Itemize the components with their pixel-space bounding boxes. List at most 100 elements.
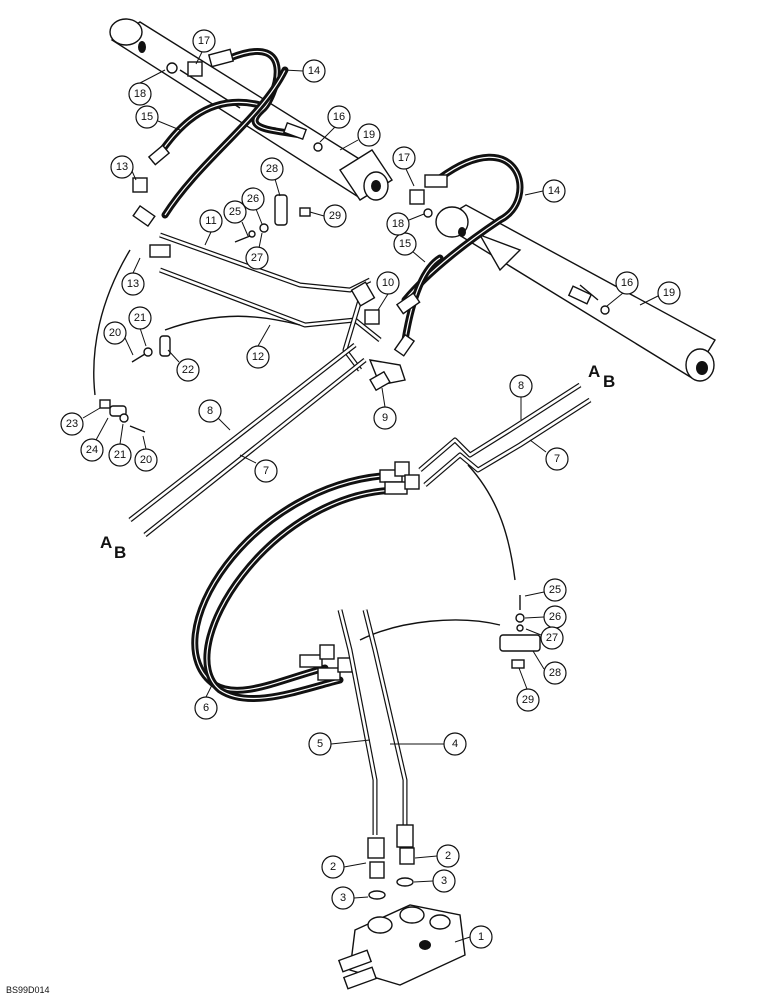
clamp-assembly-left bbox=[99, 335, 171, 433]
callout-2a: 2 bbox=[321, 855, 367, 879]
callout-17b: 17 bbox=[392, 146, 416, 187]
svg-text:19: 19 bbox=[363, 129, 375, 141]
callout-12: 12 bbox=[246, 324, 271, 369]
callout-20a: 20 bbox=[103, 321, 134, 356]
svg-text:5: 5 bbox=[317, 738, 323, 750]
clamp-assembly-lower bbox=[499, 595, 541, 669]
callout-3a: 3 bbox=[331, 886, 369, 910]
svg-text:26: 26 bbox=[549, 611, 561, 623]
callout-19b: 19 bbox=[639, 281, 681, 306]
callout-28b: 28 bbox=[532, 650, 567, 685]
callout-20b: 20 bbox=[134, 435, 158, 472]
callout-6: 6 bbox=[194, 684, 218, 720]
callout-8a: 8 bbox=[198, 399, 231, 431]
tubes-4-5 bbox=[337, 609, 415, 900]
tubes-left-7-8 bbox=[128, 343, 367, 537]
svg-text:10: 10 bbox=[382, 277, 394, 289]
callout-13b: 13 bbox=[121, 257, 145, 296]
svg-text:2: 2 bbox=[445, 850, 451, 862]
svg-text:7: 7 bbox=[263, 465, 269, 477]
svg-text:21: 21 bbox=[134, 312, 146, 324]
tubes-right-7-8 bbox=[418, 382, 592, 487]
svg-text:16: 16 bbox=[333, 111, 345, 123]
callout-25b: 25 bbox=[524, 578, 567, 602]
svg-text:24: 24 bbox=[86, 444, 98, 456]
callout-22: 22 bbox=[167, 349, 200, 382]
callout-26a: 26 bbox=[241, 187, 265, 225]
callout-24: 24 bbox=[80, 417, 109, 462]
control-valve bbox=[337, 904, 466, 990]
svg-text:23: 23 bbox=[66, 418, 78, 430]
svg-text:4: 4 bbox=[452, 738, 458, 750]
svg-text:18: 18 bbox=[134, 88, 146, 100]
svg-text:3: 3 bbox=[441, 875, 447, 887]
svg-text:26: 26 bbox=[247, 193, 259, 205]
callout-7b: 7 bbox=[529, 439, 569, 471]
callout-18a: 18 bbox=[128, 69, 166, 106]
svg-text:19: 19 bbox=[663, 287, 675, 299]
svg-text:29: 29 bbox=[522, 694, 534, 706]
callout-29b: 29 bbox=[516, 667, 540, 712]
callout-16b: 16 bbox=[606, 271, 639, 307]
callout-17a: 17 bbox=[192, 29, 216, 65]
callout-11: 11 bbox=[199, 209, 223, 246]
hoses-upper bbox=[151, 47, 524, 344]
callout-10: 10 bbox=[376, 271, 400, 311]
clamp-lines bbox=[93, 249, 516, 641]
svg-text:28: 28 bbox=[549, 667, 561, 679]
svg-text:1: 1 bbox=[478, 931, 484, 943]
svg-text:22: 22 bbox=[182, 364, 194, 376]
svg-text:14: 14 bbox=[308, 65, 320, 77]
callout-15a: 15 bbox=[135, 105, 181, 131]
line-label-a-left: A bbox=[100, 533, 112, 552]
callout-14a: 14 bbox=[283, 59, 326, 83]
callout-21b: 21 bbox=[108, 423, 132, 467]
svg-text:11: 11 bbox=[205, 215, 216, 227]
svg-text:20: 20 bbox=[109, 327, 121, 339]
svg-text:17: 17 bbox=[398, 152, 410, 164]
svg-text:25: 25 bbox=[229, 206, 241, 218]
callout-13a: 13 bbox=[110, 155, 137, 181]
svg-text:12: 12 bbox=[252, 351, 264, 363]
callout-25a: 25 bbox=[223, 200, 249, 237]
svg-text:17: 17 bbox=[198, 35, 210, 47]
callout-16a: 16 bbox=[319, 105, 351, 143]
callout-9: 9 bbox=[373, 387, 397, 430]
callout-7a: 7 bbox=[239, 454, 278, 483]
clamp-assembly-upper bbox=[234, 194, 311, 243]
svg-text:28: 28 bbox=[266, 163, 278, 175]
svg-text:8: 8 bbox=[207, 405, 213, 417]
svg-text:8: 8 bbox=[518, 380, 524, 392]
callout-2b: 2 bbox=[414, 844, 460, 868]
callout-19a: 19 bbox=[339, 123, 381, 151]
svg-text:20: 20 bbox=[140, 454, 152, 466]
figure-id: BS99D014 bbox=[6, 985, 50, 995]
svg-text:15: 15 bbox=[141, 111, 153, 123]
hoses-6 bbox=[191, 461, 420, 703]
svg-text:7: 7 bbox=[554, 453, 560, 465]
callout-14b: 14 bbox=[524, 179, 566, 203]
svg-text:14: 14 bbox=[548, 185, 560, 197]
svg-text:27: 27 bbox=[251, 252, 263, 264]
callout-5: 5 bbox=[308, 732, 371, 756]
line-label-a-right: A bbox=[588, 362, 600, 381]
cylinder-left bbox=[109, 18, 393, 201]
svg-text:15: 15 bbox=[399, 238, 411, 250]
svg-text:9: 9 bbox=[382, 412, 388, 424]
svg-text:16: 16 bbox=[621, 277, 633, 289]
callout-1: 1 bbox=[454, 925, 493, 949]
svg-text:13: 13 bbox=[127, 278, 139, 290]
callout-21a: 21 bbox=[128, 306, 152, 347]
callout-26b: 26 bbox=[524, 605, 567, 629]
callout-23: 23 bbox=[60, 407, 101, 436]
svg-text:27: 27 bbox=[546, 632, 558, 644]
callout-15b: 15 bbox=[393, 232, 426, 263]
callout-8b: 8 bbox=[509, 374, 533, 420]
svg-text:29: 29 bbox=[329, 210, 341, 222]
svg-text:3: 3 bbox=[340, 892, 346, 904]
svg-text:13: 13 bbox=[116, 161, 128, 173]
svg-text:6: 6 bbox=[203, 702, 209, 714]
line-label-b-left: B bbox=[114, 543, 126, 562]
